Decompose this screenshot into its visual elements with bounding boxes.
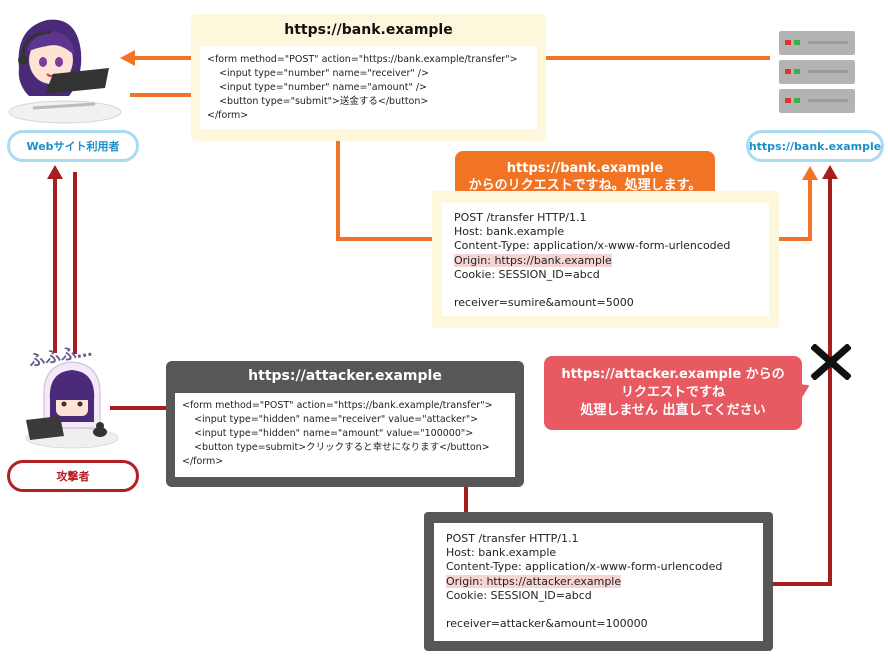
reject-line2: リクエストですね bbox=[620, 385, 725, 400]
bank-request-cookie: Cookie: SESSION_ID=abcd bbox=[454, 267, 600, 281]
form-to-request-line bbox=[336, 141, 340, 241]
attacker-page-box: https://attacker.example <form method="P… bbox=[166, 361, 524, 487]
bank-request-box: POST /transfer HTTP/1.1 Host: bank.examp… bbox=[432, 191, 779, 328]
attacker-to-user-line-b bbox=[73, 172, 77, 354]
bank-accept-line2: からのリクエストですね。処理します。 bbox=[468, 178, 702, 193]
attacker-to-box-line bbox=[110, 406, 168, 410]
request-to-server-red-h bbox=[772, 582, 832, 586]
attacker-request-line1: POST /transfer HTTP/1.1 bbox=[446, 532, 579, 545]
attacker-form-code: <form method="POST" action="https://bank… bbox=[182, 400, 493, 467]
bank-accept-line1: https://bank.example bbox=[506, 161, 664, 176]
reject-line3: 処理しません 出直してください bbox=[580, 403, 766, 418]
bank-request-line2: Host: bank.example bbox=[454, 225, 565, 239]
bank-form-code-panel: <form method="POST" action="https://bank… bbox=[200, 46, 537, 129]
arrowhead-up-red-icon bbox=[47, 165, 63, 179]
bank-page-title: https://bank.example bbox=[284, 22, 453, 38]
user-to-form-line bbox=[130, 93, 192, 97]
arrowhead-left-icon bbox=[120, 50, 135, 66]
bank-request-line3: Content-Type: application/x-www-form-url… bbox=[454, 239, 731, 253]
cross-mark-icon bbox=[810, 343, 852, 381]
attacker-request-line3: Content-Type: application/x-www-form-url… bbox=[446, 560, 723, 574]
box-to-request-line bbox=[464, 486, 468, 514]
attacker-request-origin: Origin: https://attacker.example bbox=[446, 574, 622, 588]
request-to-server-line-h bbox=[778, 237, 812, 241]
user-at-laptop-icon bbox=[5, 8, 125, 124]
server-label-pill: https://bank.example bbox=[746, 130, 884, 162]
form-to-user-arrow-line bbox=[135, 56, 192, 60]
attacker-label-pill: 攻撃者 bbox=[7, 460, 139, 492]
attacker-request-cookie: Cookie: SESSION_ID=abcd bbox=[446, 588, 592, 602]
attacker-label: 攻撃者 bbox=[56, 470, 90, 483]
reject-bubble: https://attacker.example からの リクエストですね 処理… bbox=[544, 356, 802, 430]
bank-request-panel: POST /transfer HTTP/1.1 Host: bank.examp… bbox=[442, 203, 769, 316]
form-to-request-line-h bbox=[336, 237, 434, 241]
request-to-server-red-v bbox=[828, 178, 832, 586]
attacker-request-body: receiver=attacker&amount=100000 bbox=[446, 617, 648, 631]
bank-request-line1: POST /transfer HTTP/1.1 bbox=[454, 211, 587, 224]
attacker-at-laptop-icon bbox=[20, 358, 120, 450]
arrowhead-up-icon bbox=[802, 166, 818, 180]
request-to-server-line-v bbox=[808, 178, 812, 241]
attacker-form-code-panel: <form method="POST" action="https://bank… bbox=[175, 393, 515, 477]
bank-request-origin: Origin: https://bank.example bbox=[454, 253, 612, 267]
server-rack-icon bbox=[778, 30, 856, 114]
bank-page-box: https://bank.example <form method="POST"… bbox=[191, 14, 546, 141]
attacker-request-line2: Host: bank.example bbox=[446, 546, 557, 560]
attacker-request-box: POST /transfer HTTP/1.1 Host: bank.examp… bbox=[424, 512, 773, 651]
user-label-pill: Webサイト利用者 bbox=[7, 130, 139, 162]
bank-accept-bubble: https://bank.example からのリクエストですね。処理します。 bbox=[455, 151, 715, 203]
server-label: https://bank.example bbox=[748, 139, 882, 153]
user-label: Webサイト利用者 bbox=[26, 140, 120, 153]
bank-form-code: <form method="POST" action="https://bank… bbox=[207, 54, 518, 121]
form-to-server-line bbox=[545, 56, 770, 60]
attacker-to-user-line-a bbox=[53, 178, 57, 353]
arrowhead-up-red-icon-2 bbox=[822, 165, 838, 179]
attacker-page-title: https://attacker.example bbox=[248, 368, 442, 384]
bank-request-body: receiver=sumire&amount=5000 bbox=[454, 296, 634, 310]
attacker-request-panel: POST /transfer HTTP/1.1 Host: bank.examp… bbox=[434, 523, 763, 641]
reject-line1: https://attacker.example からの bbox=[561, 367, 785, 382]
